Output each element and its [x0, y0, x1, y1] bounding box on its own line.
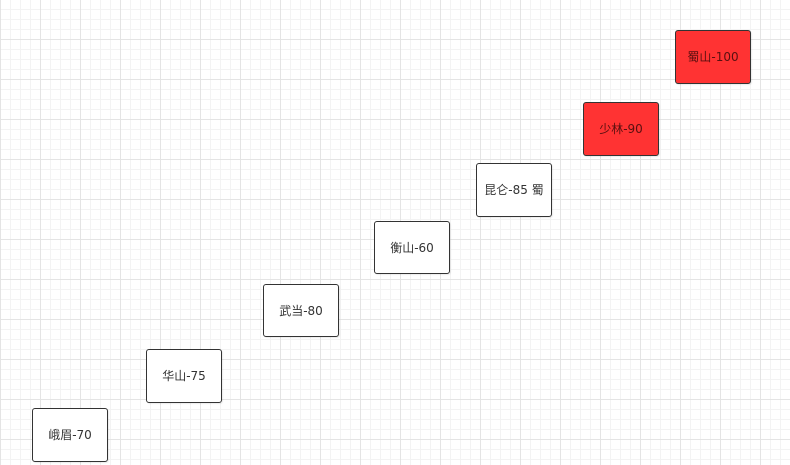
node-emei[interactable]: 峨眉-70: [32, 408, 108, 462]
node-hengshan[interactable]: 衡山-60: [374, 221, 450, 274]
node-kunlun[interactable]: 昆仑-85 蜀: [476, 163, 552, 217]
node-huashan[interactable]: 华山-75: [146, 349, 222, 403]
node-shaolin[interactable]: 少林-90: [583, 102, 659, 156]
node-shushan[interactable]: 蜀山-100: [675, 30, 751, 84]
node-wudang[interactable]: 武当-80: [263, 284, 339, 337]
